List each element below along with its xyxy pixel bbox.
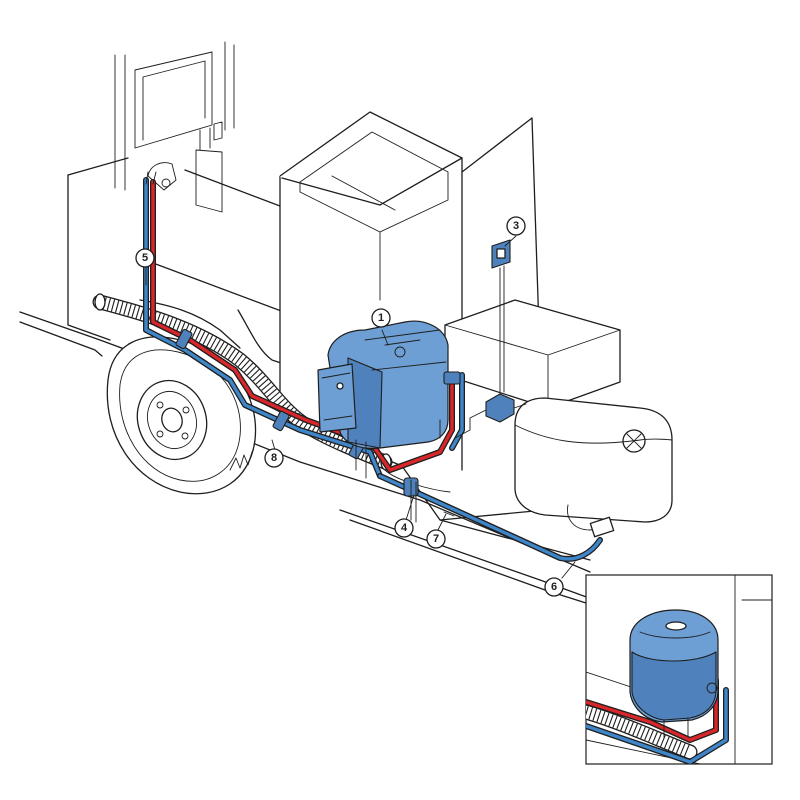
wiring-box (454, 393, 527, 439)
callout-7: 7 (426, 529, 446, 549)
vehicle-outline (19, 41, 673, 604)
callout-8: 8 (264, 448, 284, 468)
callout-3-label: 3 (513, 220, 519, 232)
inset-panel (585, 574, 773, 765)
rear-wheel (106, 336, 257, 495)
callout-1-label: 1 (378, 312, 384, 324)
callout-1: 1 (371, 308, 391, 328)
heater-unit (317, 320, 461, 523)
callout-7-label: 7 (433, 533, 439, 545)
callout-6: 6 (544, 577, 564, 597)
callout-5: 5 (135, 248, 155, 268)
pipe-run-main (143, 171, 603, 562)
callout-3: 3 (506, 216, 526, 236)
callout-4-label: 4 (401, 522, 408, 534)
callout-4: 4 (394, 518, 414, 538)
callout-6-label: 6 (551, 581, 557, 593)
callout-5-label: 5 (142, 252, 148, 264)
control-panel (491, 239, 511, 396)
callout-8-label: 8 (271, 452, 277, 464)
